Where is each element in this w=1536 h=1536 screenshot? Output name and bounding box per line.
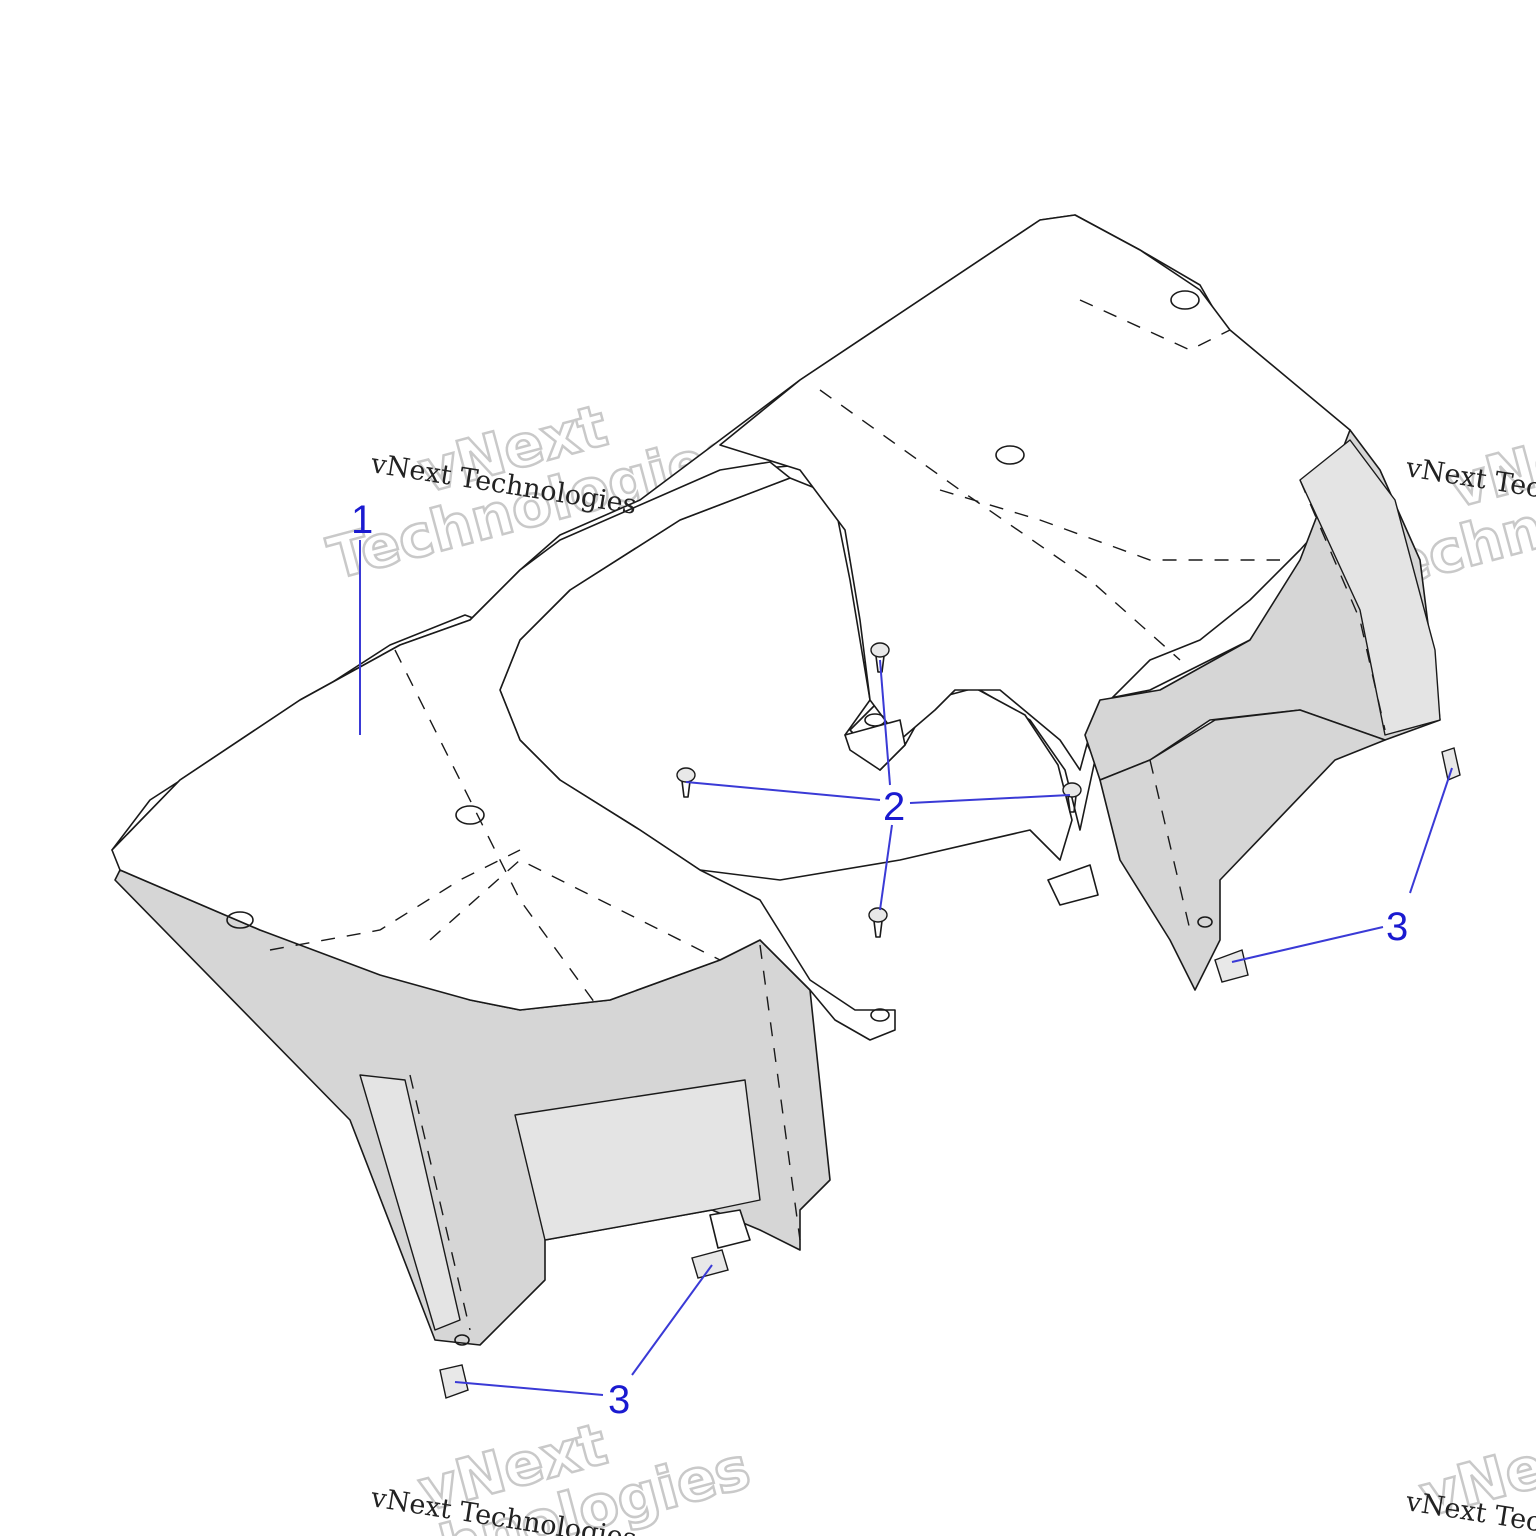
- speed-nut-clip: [439, 1364, 469, 1399]
- leader-line-3c: [1231, 926, 1384, 963]
- callout-1: 1: [351, 498, 373, 542]
- leader-line-2d: [879, 824, 893, 911]
- right-side-strip: [1299, 439, 1441, 736]
- clips-item-3: [439, 747, 1461, 1399]
- right-top-surface: [719, 214, 1351, 771]
- speed-nut-clip: [1214, 949, 1249, 983]
- leader-line-2a: [685, 781, 881, 801]
- speed-nut-clip: [1441, 747, 1461, 781]
- leader-line-3b: [631, 1264, 713, 1376]
- mount-tab-center: [844, 719, 906, 771]
- leader-line-2b: [909, 794, 1071, 804]
- mount-tab-bottom: [709, 1209, 751, 1249]
- right-lower-flap: [1099, 709, 1386, 991]
- leader-line-3d: [1409, 767, 1453, 894]
- left-skirt-inner: [359, 1074, 461, 1331]
- mount-tab-right: [1047, 864, 1099, 906]
- leader-lines: [359, 540, 1453, 1396]
- push-rivet: [868, 907, 888, 938]
- fasteners-item-2: [676, 642, 1082, 938]
- leader-line-3a: [454, 1381, 604, 1396]
- callout-2: 2: [883, 785, 905, 829]
- callout-3-right: 3: [1386, 905, 1408, 949]
- speed-nut-clip: [691, 1249, 729, 1279]
- front-cab-panel: [111, 214, 1441, 1346]
- callout-3-left: 3: [608, 1378, 630, 1422]
- callouts: 1 2 3 3: [351, 498, 1408, 1422]
- push-rivet: [676, 767, 696, 798]
- push-rivet: [1062, 782, 1082, 813]
- left-skirt-recess: [514, 1079, 761, 1241]
- contour-lines: [269, 299, 1386, 1331]
- leader-line-2c: [879, 659, 891, 786]
